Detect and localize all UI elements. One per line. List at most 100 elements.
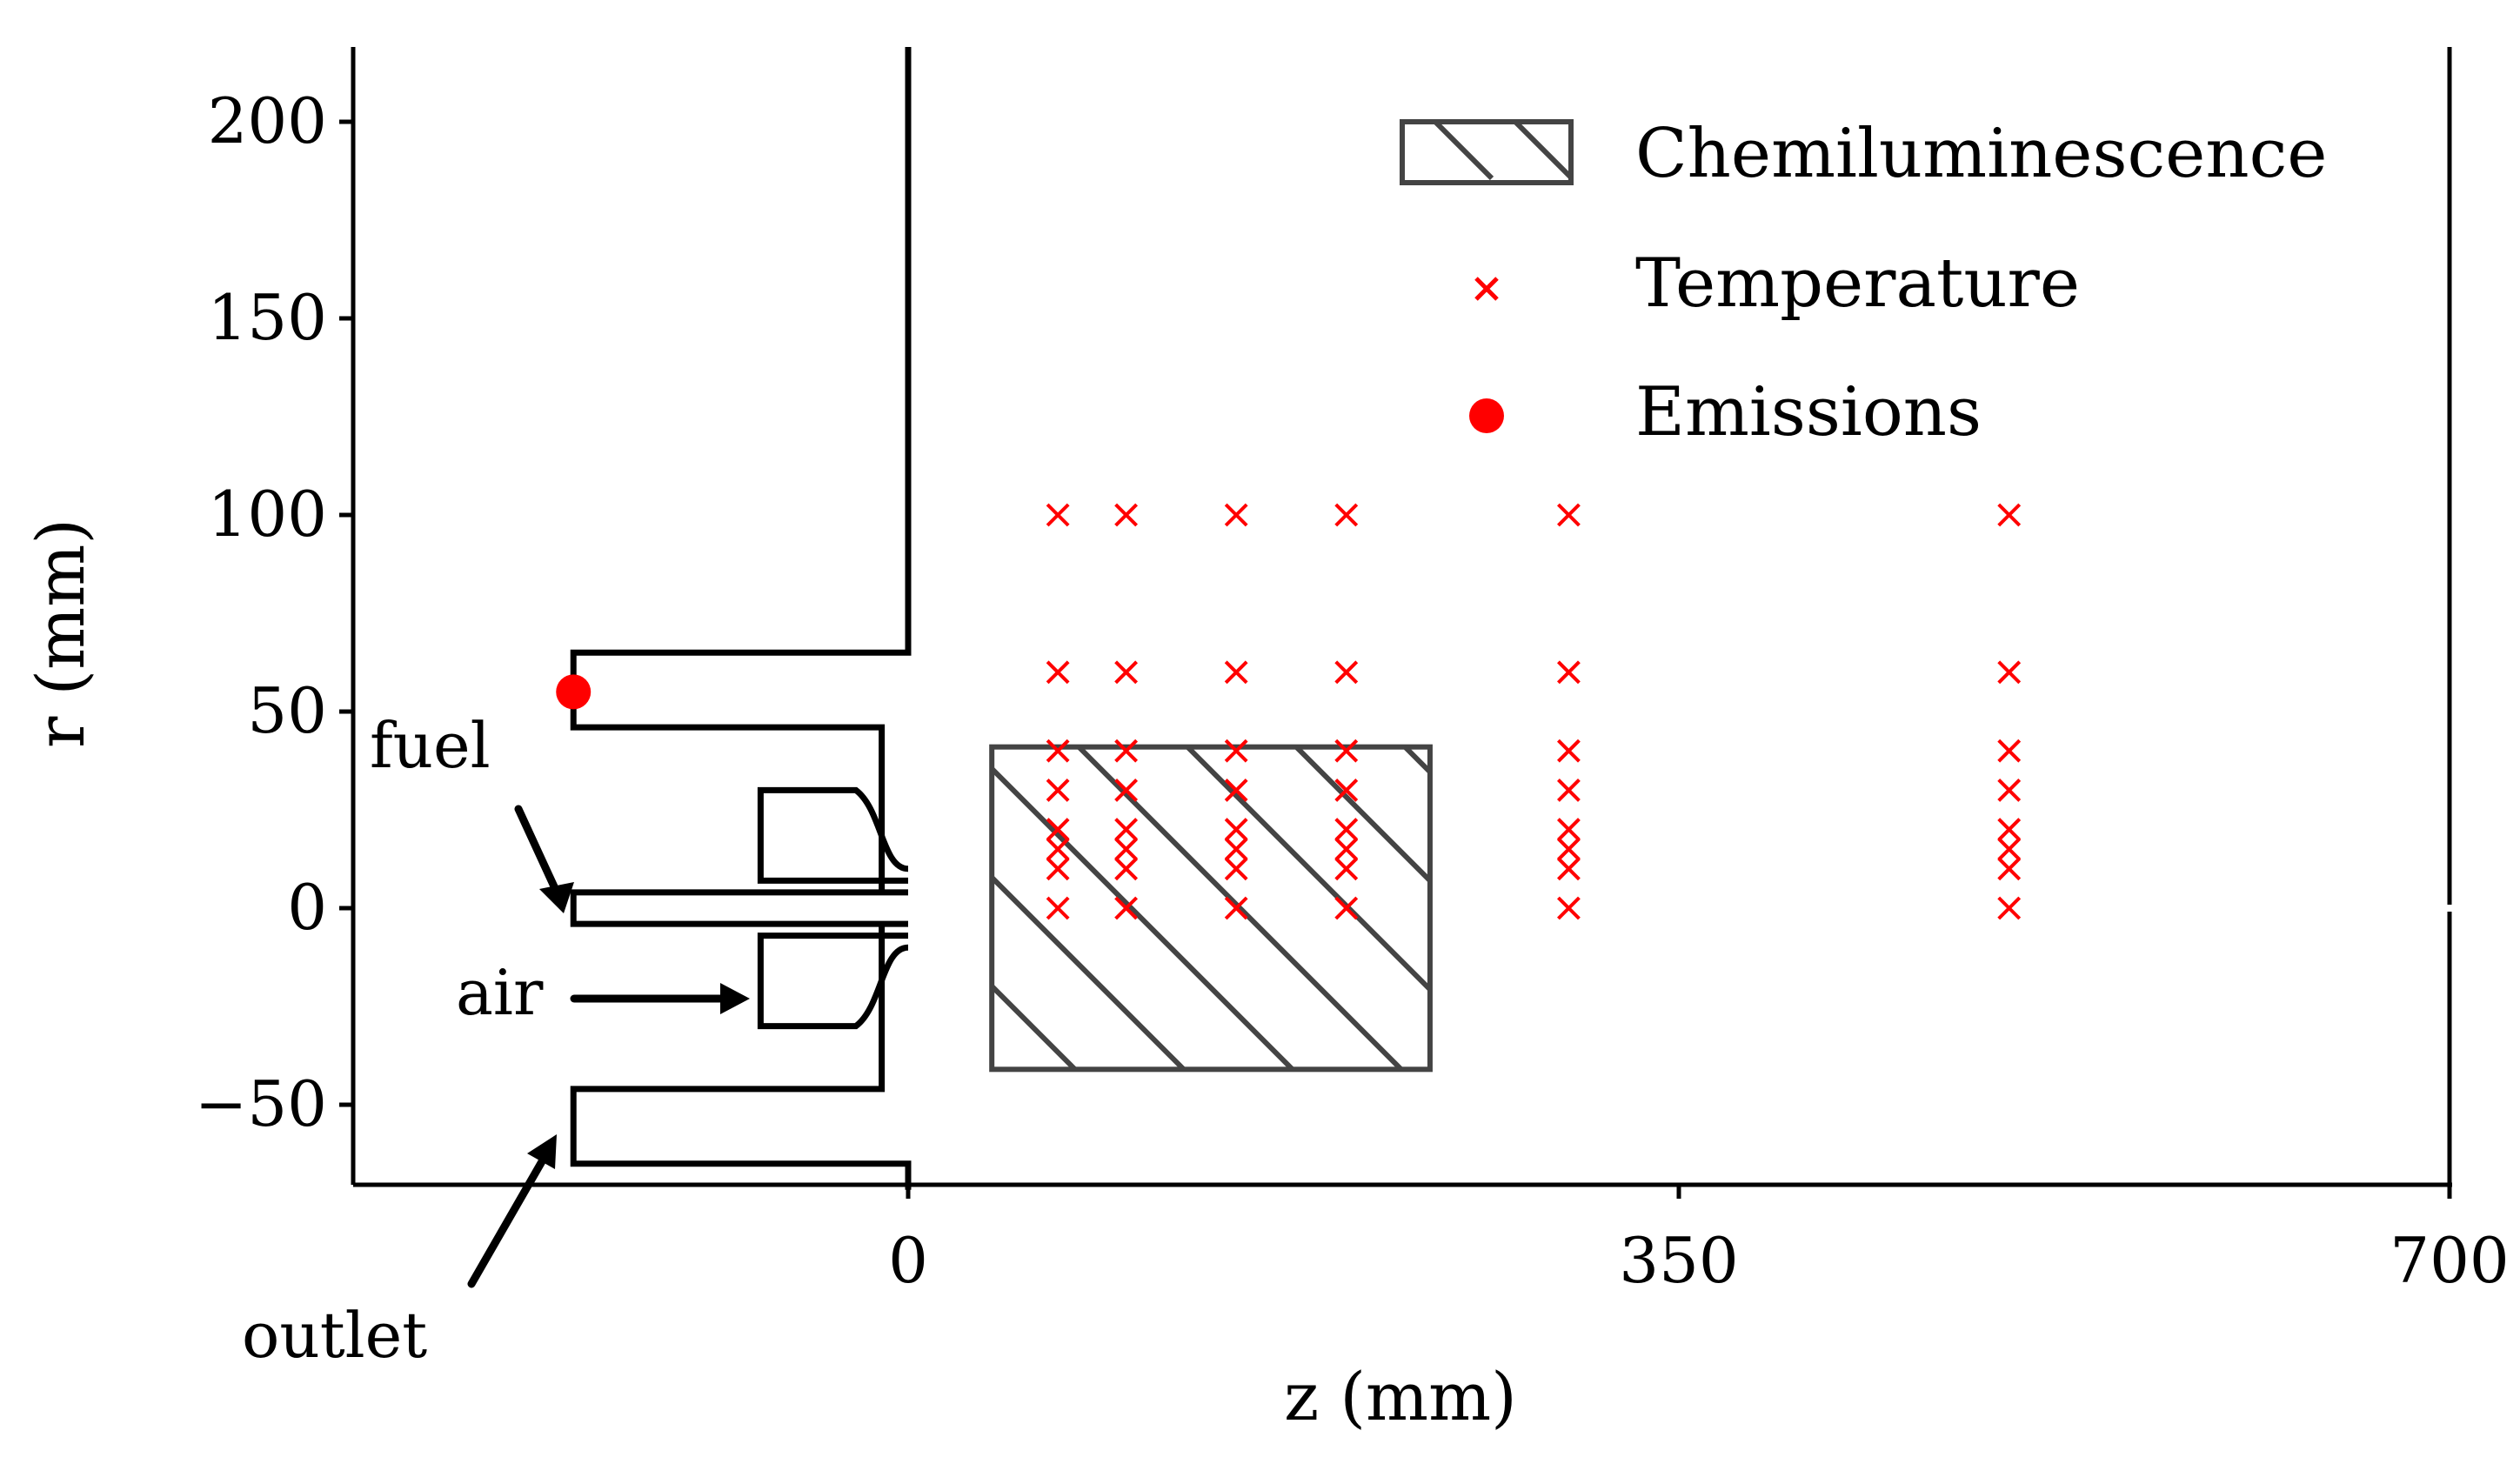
fuel-lance	[570, 889, 908, 927]
y-tick-labels: −50 0 50 100 150 200	[195, 84, 327, 1140]
outlet-arrow	[467, 1153, 549, 1288]
temperature-point	[1114, 896, 1139, 920]
legend-emissions-marker	[1469, 398, 1504, 433]
temperature-point	[1334, 503, 1359, 527]
temperature-point	[1114, 837, 1139, 861]
y-axis-label: r (mm)	[22, 518, 99, 748]
temperature-point	[1557, 818, 1581, 842]
temperature-point	[1997, 837, 2022, 861]
temperature-point	[1114, 818, 1139, 842]
temperature-point	[1224, 660, 1248, 685]
hatch-line	[1294, 746, 1430, 885]
temperature-point	[1114, 660, 1139, 685]
temperature-point	[1224, 739, 1248, 763]
annotation-air: air	[456, 956, 544, 1029]
burner-wall-upper	[570, 47, 912, 892]
annotations: fuel air outlet	[242, 709, 750, 1372]
outlet-arrowhead	[527, 1134, 557, 1169]
temperature-point	[1997, 778, 2022, 802]
x-tick-labels: 0 350 700	[888, 1224, 2510, 1297]
temperature-point	[1557, 896, 1581, 920]
temperature-point	[1557, 660, 1581, 685]
hatch-line	[1622, 747, 1945, 1070]
temperature-markers	[1046, 503, 2022, 920]
temperature-point	[1224, 503, 1248, 527]
annotation-fuel: fuel	[370, 709, 491, 782]
temperature-point	[1224, 857, 1248, 881]
temperature-point	[1046, 778, 1070, 802]
temperature-point	[1334, 857, 1359, 881]
y-tick-label: 50	[247, 674, 327, 747]
burner-wall-lower	[570, 924, 912, 1190]
legend-temperature-label: Temperature	[1635, 244, 2080, 323]
hatch-line	[1077, 746, 1403, 1070]
fuel-arrowhead	[539, 882, 574, 913]
legend: Chemiluminescence Temperature Emissions	[1400, 115, 2327, 451]
temperature-point	[1334, 778, 1359, 802]
temperature-point	[1557, 857, 1581, 881]
temperature-point	[1224, 778, 1248, 802]
temperature-point	[1334, 837, 1359, 861]
chemiluminescence-region	[535, 744, 2162, 1073]
emissions-markers	[556, 674, 592, 710]
temperature-point	[1046, 503, 1070, 527]
hatch-line	[992, 765, 1294, 1070]
temperature-point	[1046, 739, 1070, 763]
hatch-line	[535, 747, 858, 1070]
temperature-point	[1224, 837, 1248, 861]
temperature-point	[1557, 739, 1581, 763]
legend-chemiluminescence-swatch	[1400, 119, 1574, 185]
x-tick-label: 700	[2390, 1224, 2509, 1297]
temperature-point	[1046, 857, 1070, 881]
burner-geometry	[570, 47, 912, 1190]
temperature-point	[1334, 896, 1359, 920]
y-tick-label: −50	[195, 1067, 327, 1140]
temperature-point	[1334, 660, 1359, 685]
annotation-arrows	[467, 805, 750, 1288]
temperature-point	[1997, 503, 2022, 527]
temperature-point	[1997, 660, 2022, 685]
y-tick-label: 150	[208, 281, 327, 354]
y-tick-label: 100	[208, 478, 327, 551]
legend-chemiluminescence-label: Chemiluminescence	[1635, 115, 2327, 193]
temperature-point	[1334, 818, 1359, 842]
temperature-point	[1114, 857, 1139, 881]
hatch-line	[1403, 746, 1430, 776]
temperature-point	[1557, 837, 1581, 861]
legend-emissions-label: Emissions	[1635, 373, 1982, 451]
swirler-lower	[757, 933, 909, 1030]
air-arrowhead	[720, 983, 750, 1014]
temperature-point	[1557, 503, 1581, 527]
hatch-line	[992, 873, 1186, 1070]
temperature-point	[1224, 818, 1248, 842]
x-tick-label: 0	[888, 1224, 928, 1297]
temperature-point	[1997, 896, 2022, 920]
temperature-point	[1997, 857, 2022, 881]
temperature-point	[1334, 739, 1359, 763]
legend-temperature-marker	[1474, 277, 1499, 301]
swirler-upper	[757, 786, 909, 884]
hatch-line	[1840, 747, 2162, 1070]
axes	[339, 47, 2452, 1199]
temperature-point	[1114, 503, 1139, 527]
temperature-point	[1046, 896, 1070, 920]
temperature-point	[1997, 818, 2022, 842]
temperature-point	[1114, 739, 1139, 763]
temperature-point	[1046, 818, 1070, 842]
temperature-point	[1114, 778, 1139, 802]
temperature-point	[1046, 660, 1070, 685]
y-tick-label: 200	[208, 84, 327, 157]
y-tick-label: 0	[287, 871, 327, 944]
chemiluminescence-box	[989, 744, 1433, 1073]
fuel-arrow	[514, 805, 563, 900]
emissions-point	[556, 674, 592, 710]
temperature-point	[1997, 739, 2022, 763]
x-tick-label: 350	[1619, 1224, 1738, 1297]
hatch-line	[644, 747, 966, 1070]
legend-swatch-hatch	[1433, 119, 1574, 181]
x-axis-label: z (mm)	[1284, 1358, 1517, 1435]
temperature-point	[1224, 896, 1248, 920]
annotation-outlet: outlet	[242, 1299, 427, 1372]
temperature-point	[1046, 837, 1070, 861]
